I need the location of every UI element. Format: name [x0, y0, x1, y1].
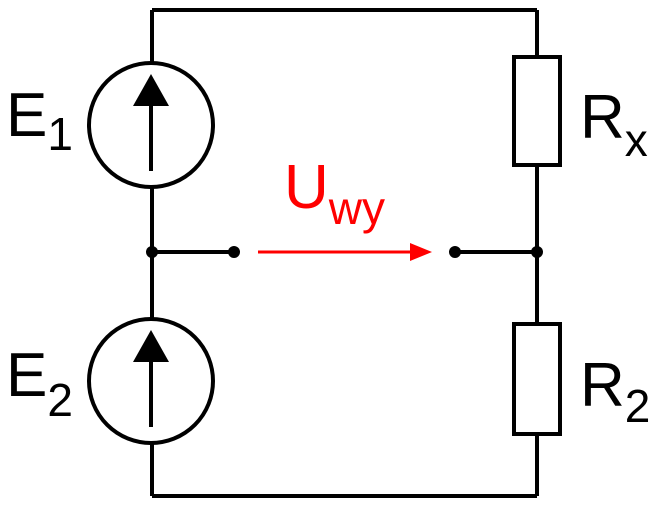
terminal-right: [449, 246, 461, 258]
node-right: [531, 246, 543, 258]
node-left: [146, 246, 158, 258]
voltage-source-e2: [87, 317, 215, 445]
terminal-left: [228, 246, 240, 258]
output-voltage-arrowhead: [410, 243, 432, 261]
resistor-rx: [512, 55, 562, 167]
source-e2-arrowhead: [133, 330, 169, 362]
label-rx: Rx: [580, 83, 648, 166]
label-r2: R2: [580, 351, 650, 432]
source-e1-arrowhead: [133, 74, 169, 106]
resistor-r2: [512, 322, 562, 436]
label-e2: E2: [6, 341, 73, 426]
label-e1: E1: [6, 81, 73, 160]
label-output-voltage: Uwy: [284, 153, 385, 234]
voltage-source-e1: [87, 61, 215, 189]
